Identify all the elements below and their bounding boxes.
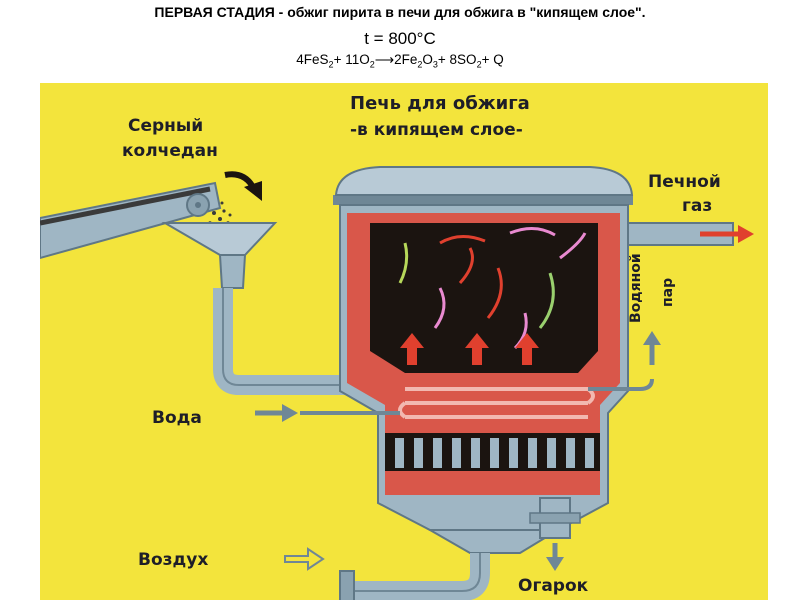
eq-text: 4FeS bbox=[296, 52, 329, 67]
eq-product-1: 2Fe2O3 bbox=[394, 52, 438, 70]
feed-hopper bbox=[161, 222, 278, 289]
steam-label-line-2: пар bbox=[660, 278, 676, 307]
furnace-diagram: Печь для обжига -в кипящем слое- Серный … bbox=[40, 83, 768, 600]
eq-text: 2Fe bbox=[394, 52, 418, 67]
gas-label-line-2: газ bbox=[682, 196, 712, 216]
temperature-condition: t = 800°C bbox=[364, 29, 436, 48]
conveyor-belt bbox=[40, 181, 222, 260]
air-inlet-arrow bbox=[284, 547, 325, 571]
furnace-label-line-2: -в кипящем слое- bbox=[350, 120, 523, 140]
air-label: Воздух bbox=[138, 550, 208, 570]
gas-outlet-pipe bbox=[627, 222, 754, 246]
eq-subscript: 3 bbox=[432, 59, 438, 70]
eq-text: + 8SO bbox=[437, 52, 477, 67]
page-title: ПЕРВАЯ СТАДИЯ - обжиг пирита в печи для … bbox=[154, 4, 646, 20]
eq-arrow: ⟶ bbox=[374, 52, 395, 67]
pyrite-label-line-1: Серный bbox=[128, 116, 203, 136]
furnace-body bbox=[333, 166, 634, 531]
grate bbox=[385, 433, 600, 471]
eq-tail: + Q bbox=[481, 52, 504, 67]
cooling-coils bbox=[398, 387, 595, 419]
cinder-outlet bbox=[529, 497, 581, 571]
reaction-equation: 4FeS2 + 11O2 ⟶ 2Fe2O3 + 8SO2 + Q bbox=[0, 52, 800, 70]
furnace-label-line-1: Печь для обжига bbox=[350, 93, 530, 114]
eq-product-2: + 8SO2 bbox=[438, 52, 482, 70]
eq-text: + 11O bbox=[333, 52, 370, 67]
cinder-label: Огарок bbox=[518, 576, 589, 596]
water-label: Вода bbox=[152, 408, 202, 428]
water-pipe bbox=[300, 378, 654, 415]
eq-subscript: 2 bbox=[369, 59, 375, 70]
pyrite-label-line-2: колчедан bbox=[122, 141, 218, 161]
steam-label-line-1: Водяной bbox=[628, 253, 644, 323]
water-inlet-arrow bbox=[255, 404, 298, 422]
gas-label-line-1: Печной bbox=[648, 172, 721, 192]
steam-arrow bbox=[643, 331, 661, 365]
eq-reactant-1: 4FeS2 bbox=[296, 52, 333, 70]
eq-subscript: 2 bbox=[417, 59, 423, 70]
bottom-section bbox=[339, 529, 562, 600]
eq-subscript: 2 bbox=[328, 59, 334, 70]
upward-flow-arrows bbox=[400, 333, 539, 365]
pyrite-feed-arrow bbox=[224, 171, 262, 201]
eq-subscript: 2 bbox=[476, 59, 482, 70]
eq-reactant-2: + 11O2 bbox=[334, 52, 375, 70]
eq-text: O bbox=[422, 52, 433, 67]
